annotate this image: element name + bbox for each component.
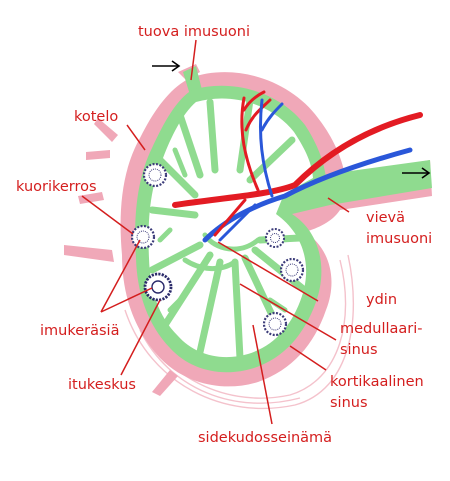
- label-medullary-sinus-line1: medullaari-: [340, 321, 423, 337]
- vein-branch-lower: [218, 203, 257, 242]
- afferent-vessel: [183, 66, 202, 95]
- lymphoid-follicles: [130, 162, 305, 337]
- follicle: [130, 224, 156, 250]
- label-cortical-sinus-line1: kortikaalinen: [330, 374, 424, 390]
- label-trabecula: sidekudosseinämä: [198, 430, 332, 446]
- label-cortex: kuorikerros: [16, 179, 97, 195]
- follicle: [265, 228, 285, 248]
- blood-vessels: [172, 90, 423, 243]
- vein-branch: [259, 98, 284, 198]
- follicle: [279, 257, 305, 283]
- arrow-right-icon: [152, 60, 181, 72]
- follicle: [262, 311, 288, 337]
- efferent-vessel: [270, 160, 432, 214]
- label-germinal-center: itukeskus: [68, 377, 136, 393]
- label-capsule: kotelo: [74, 109, 118, 125]
- label-efferent-line2: imusuoni: [366, 231, 432, 247]
- arrow-right-icon: [402, 167, 431, 179]
- artery: [172, 112, 423, 208]
- label-medulla: ydin: [366, 292, 397, 308]
- artery-branch-lower: [213, 198, 247, 237]
- label-efferent-line1: vievä: [366, 210, 405, 226]
- label-afferent-lymph-vessel: tuova imusuoni: [138, 24, 250, 40]
- follicle-germinal-center: [143, 272, 173, 302]
- leader-lines: [81, 39, 350, 425]
- label-lymphoid-follicles: imukeräsiä: [40, 323, 119, 339]
- artery-branch: [240, 90, 272, 192]
- label-cortical-sinus-line2: sinus: [330, 395, 368, 411]
- label-medullary-sinus-line2: sinus: [340, 342, 378, 358]
- follicle: [142, 162, 168, 188]
